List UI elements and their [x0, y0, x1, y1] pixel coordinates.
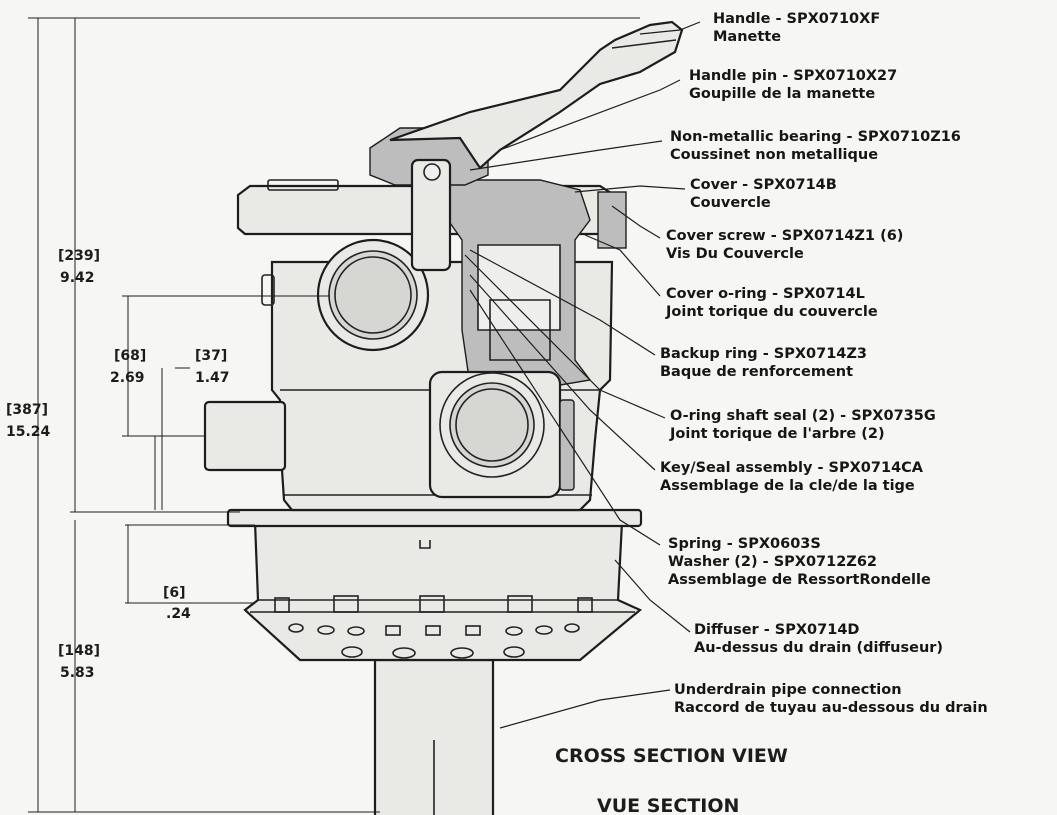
dim-387-in: 15.24	[6, 424, 51, 440]
label-key-seal-fr: Assemblage de la cle/de la tige	[660, 478, 915, 494]
label-underdrain-fr: Raccord de tuyau au-dessous du drain	[674, 700, 988, 716]
dim-68-mm: [68]	[114, 348, 146, 364]
label-key-seal-en: Key/Seal assembly - SPX0714CA	[660, 460, 924, 476]
label-cover-screw-fr: Vis Du Couvercle	[666, 246, 804, 262]
diagram-subtitle: VUE SECTION	[597, 795, 739, 815]
dim-6-mm: [6]	[163, 585, 186, 601]
dimension-labels: [239] 9.42 [387] 15.24 [68] 2.69 [37] 1.…	[6, 248, 230, 681]
dim-239-mm: [239]	[58, 248, 100, 264]
label-cover-en: Cover - SPX0714B	[690, 177, 837, 193]
label-shaft-seal-fr: Joint torique de l'arbre (2)	[669, 426, 885, 442]
dim-239-in: 9.42	[60, 270, 95, 286]
label-handle-fr: Manette	[713, 29, 781, 45]
label-shaft-seal-en: O-ring shaft seal (2) - SPX0735G	[670, 408, 936, 424]
label-diffuser-fr: Au-dessus du drain (diffuseur)	[694, 640, 943, 656]
dim-148-mm: [148]	[58, 643, 100, 659]
shaft	[410, 158, 452, 272]
diagram-title: CROSS SECTION VIEW	[555, 745, 788, 767]
label-bearing-en: Non-metallic bearing - SPX0710Z16	[670, 129, 961, 145]
label-cover-fr: Couvercle	[690, 195, 771, 211]
label-handle-pin-en: Handle pin - SPX0710X27	[689, 68, 897, 84]
label-diffuser-en: Diffuser - SPX0714D	[694, 622, 859, 638]
label-bearing-fr: Coussinet non metallique	[670, 147, 878, 163]
label-spring-en: Spring - SPX0603S	[668, 536, 821, 552]
dimension-lines	[28, 17, 640, 813]
side-port	[203, 400, 287, 472]
label-backup-ring-en: Backup ring - SPX0714Z3	[660, 346, 867, 362]
dim-37-in: 1.47	[195, 370, 230, 386]
cover-screw-part	[597, 191, 627, 249]
label-handle-pin-fr: Goupille de la manette	[689, 86, 875, 102]
leader-lines	[464, 21, 701, 729]
label-underdrain-en: Underdrain pipe connection	[674, 682, 902, 698]
handle-part	[389, 20, 684, 170]
dim-68-in: 2.69	[110, 370, 145, 386]
dim-37-mm: [37]	[195, 348, 227, 364]
label-cover-screw-en: Cover screw - SPX0714Z1 (6)	[666, 228, 903, 244]
label-backup-ring-fr: Baque de renforcement	[660, 364, 853, 380]
valve-drawing	[203, 20, 684, 815]
flange	[226, 508, 643, 528]
dim-148-in: 5.83	[60, 665, 95, 681]
diffuser-holes	[288, 623, 580, 659]
diffuser-body	[243, 520, 643, 662]
label-cover-oring-fr: Joint torique du couvercle	[665, 304, 878, 320]
label-washer-en: Washer (2) - SPX0712Z62	[668, 554, 877, 570]
callout-labels: Handle - SPX0710XF Manette Handle pin - …	[660, 11, 988, 716]
dim-6-in: .24	[166, 606, 191, 622]
label-handle-en: Handle - SPX0710XF	[713, 11, 880, 27]
label-cover-oring-en: Cover o-ring - SPX0714L	[666, 286, 865, 302]
label-spring-fr: Assemblage de RessortRondelle	[668, 572, 931, 588]
dim-387-mm: [387]	[6, 402, 48, 418]
